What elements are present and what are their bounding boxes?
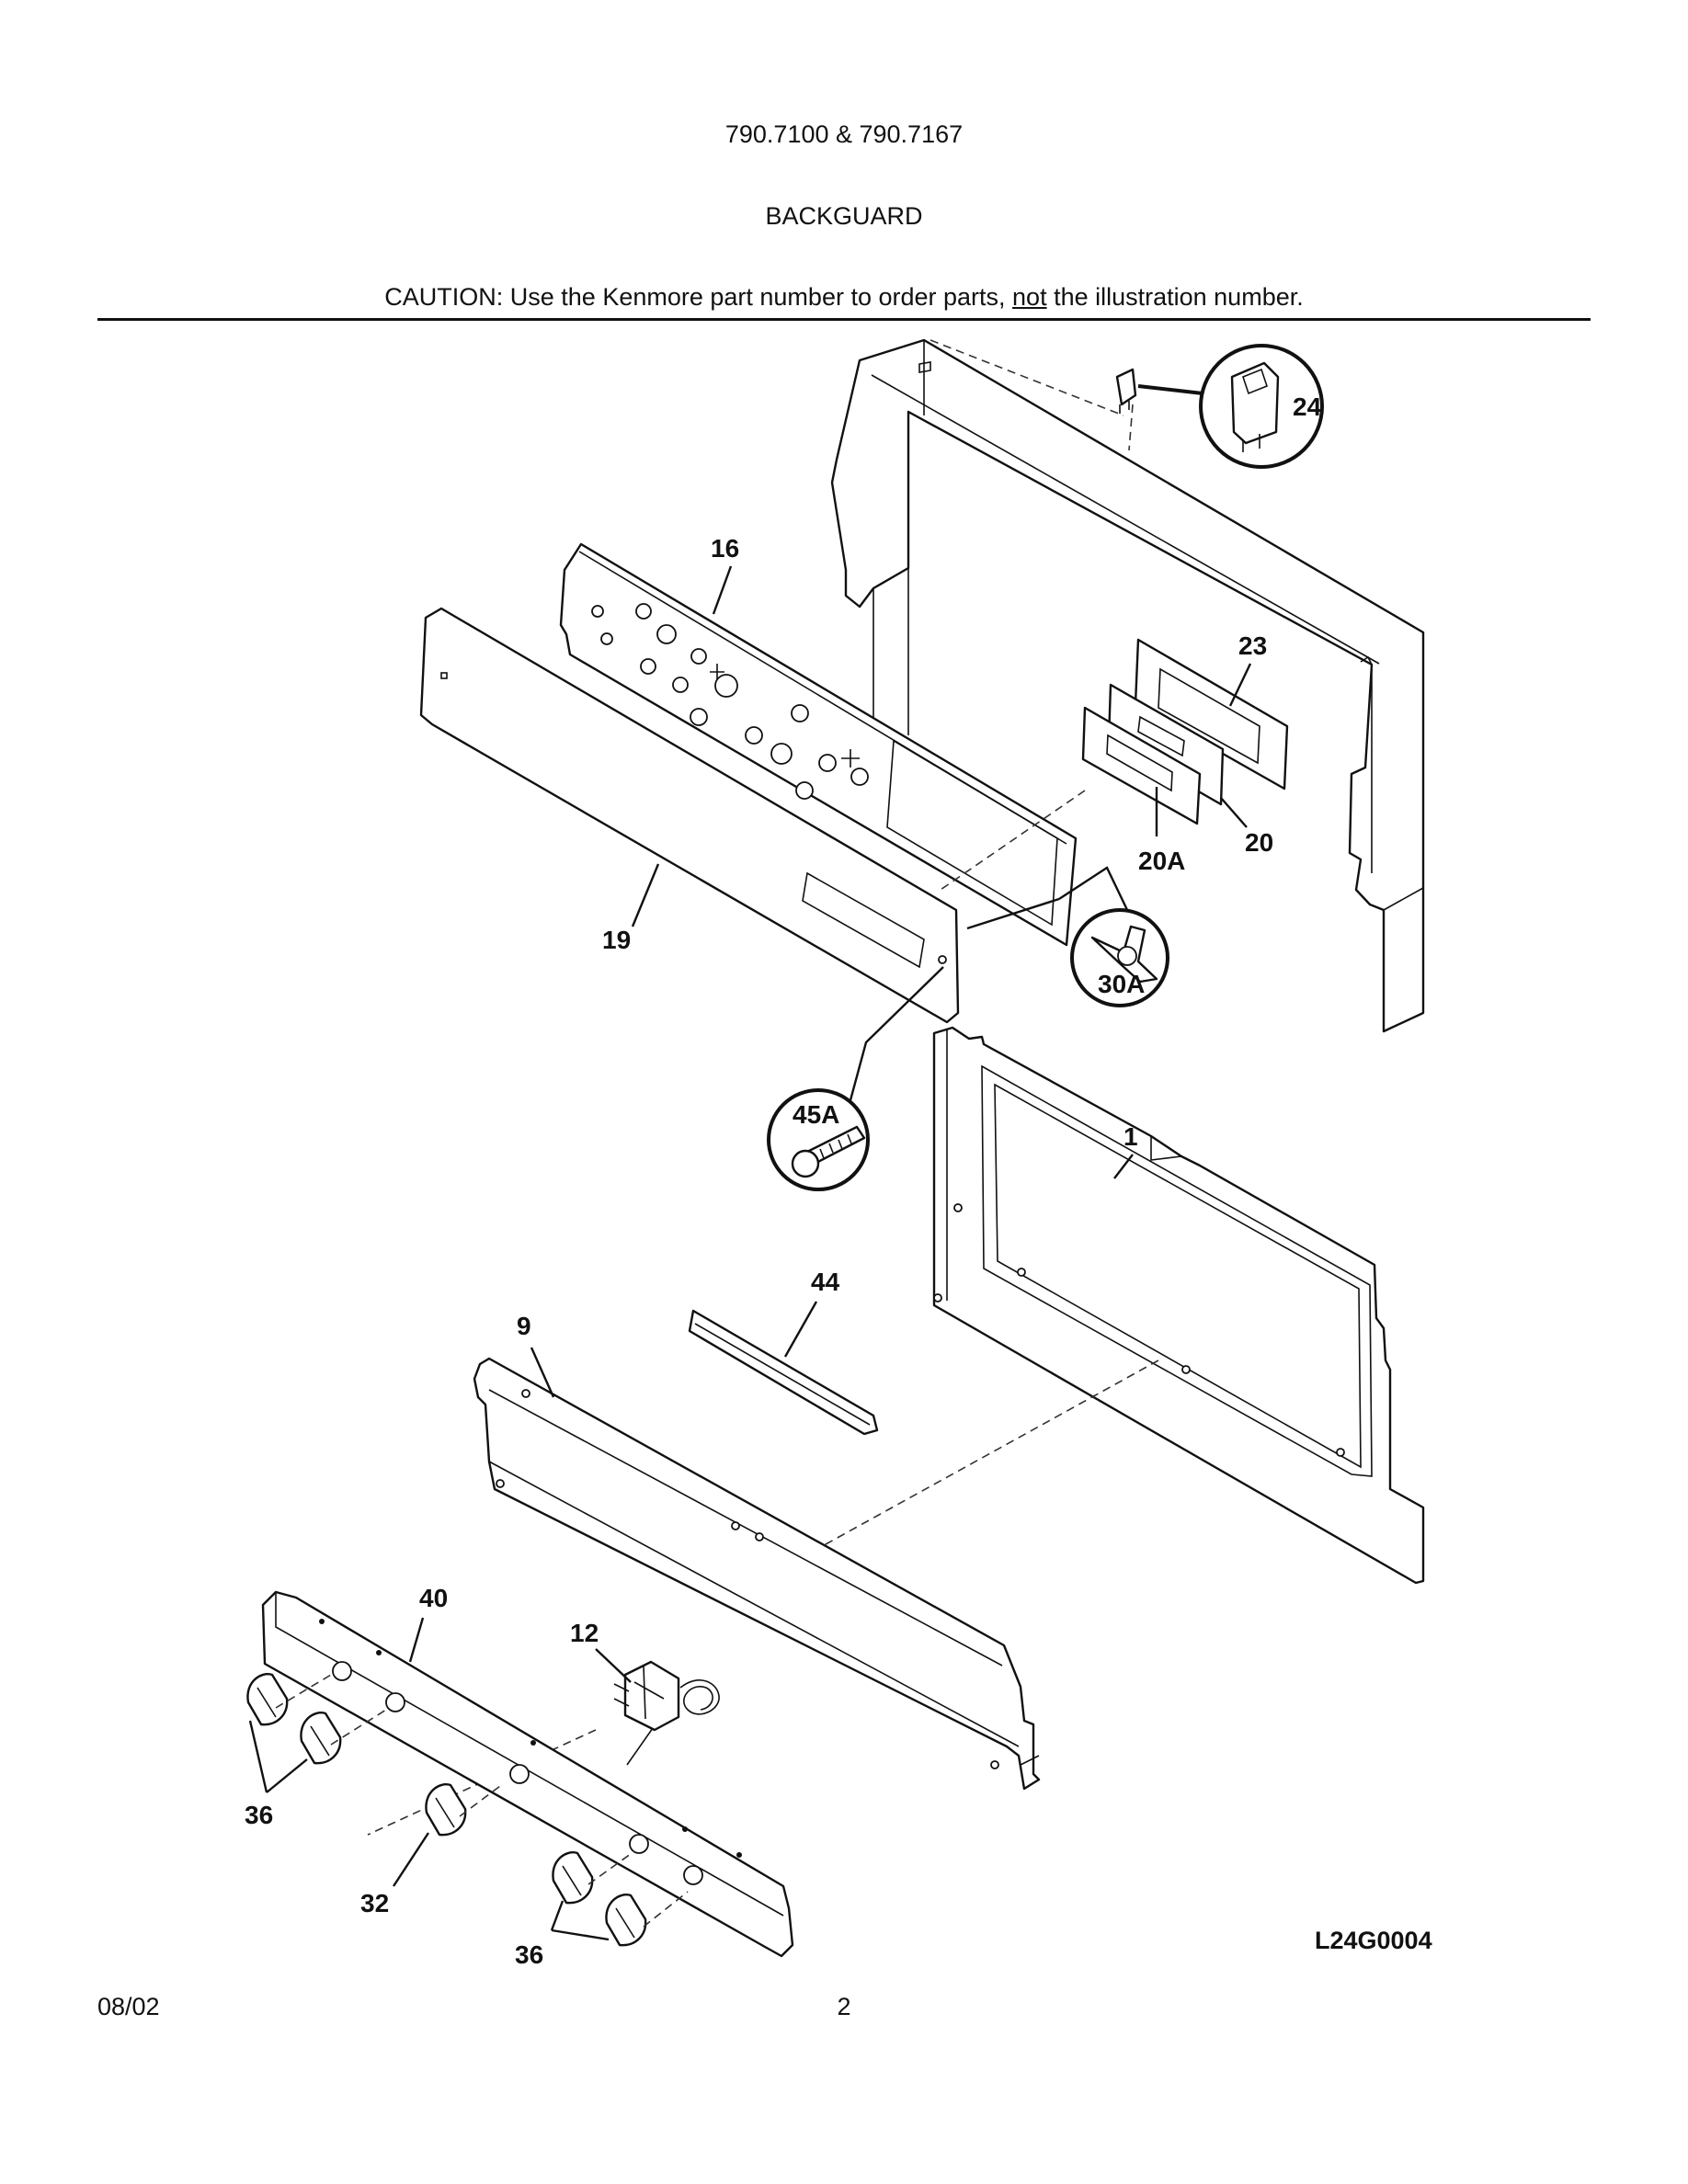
callout-23: 23 (1238, 631, 1267, 660)
callout-32: 32 (360, 1889, 389, 1917)
part-30a-wing-nut: 30A (966, 866, 1169, 1007)
part-9-front-bracket: 9 (473, 1312, 1041, 1791)
part-12-thermostat: 12 (367, 1619, 720, 1836)
callout-24: 24 (1293, 392, 1322, 421)
caution-prefix: CAUTION: Use the Kenmore part number to … (384, 283, 1013, 311)
part-45a-screw: 45A (767, 966, 944, 1191)
caution-suffix: the illustration number. (1046, 283, 1304, 311)
caution-note: CAUTION: Use the Kenmore part number to … (0, 283, 1688, 312)
page-number: 2 (837, 1993, 851, 2020)
model-numbers: 790.7100 & 790.7167 (724, 120, 964, 148)
callout-20a: 20A (1138, 847, 1185, 875)
part-11-backguard-frame (830, 338, 1425, 1033)
part-16-control-bracket: 16 (559, 534, 1078, 947)
part-19-control-panel: 19 (419, 607, 960, 1024)
callout-12: 12 (570, 1619, 599, 1647)
callout-9: 9 (517, 1312, 531, 1340)
callout-36-bottom: 36 (515, 1940, 543, 1969)
drawing-id: L24G0004 (1315, 1927, 1432, 1954)
callout-36-left: 36 (245, 1801, 273, 1829)
header-rule (97, 318, 1591, 321)
callout-44: 44 (811, 1268, 840, 1296)
caution-emphasis: not (1012, 283, 1047, 311)
callout-1: 1 (1123, 1122, 1138, 1151)
callout-30a: 30A (1098, 970, 1145, 998)
part-1-rear-panel: 1 (808, 1026, 1425, 1585)
callout-19: 19 (602, 926, 631, 954)
section-title: BACKGUARD (765, 202, 923, 230)
footer-date: 08/02 (97, 1993, 160, 2020)
part-40-manifold-panel: 40 (261, 1584, 794, 1958)
parts-20-20a-23-clock: 23 20A 20 (937, 631, 1289, 893)
callout-45a: 45A (793, 1100, 839, 1129)
callout-40: 40 (419, 1584, 448, 1612)
callout-20: 20 (1245, 828, 1273, 857)
parts-36-32-knobs: 36 32 36 (245, 1673, 689, 1969)
part-44-trim-strip: 44 (688, 1268, 879, 1436)
callout-16: 16 (711, 534, 739, 563)
part-24-switch: 24 (1115, 344, 1324, 469)
